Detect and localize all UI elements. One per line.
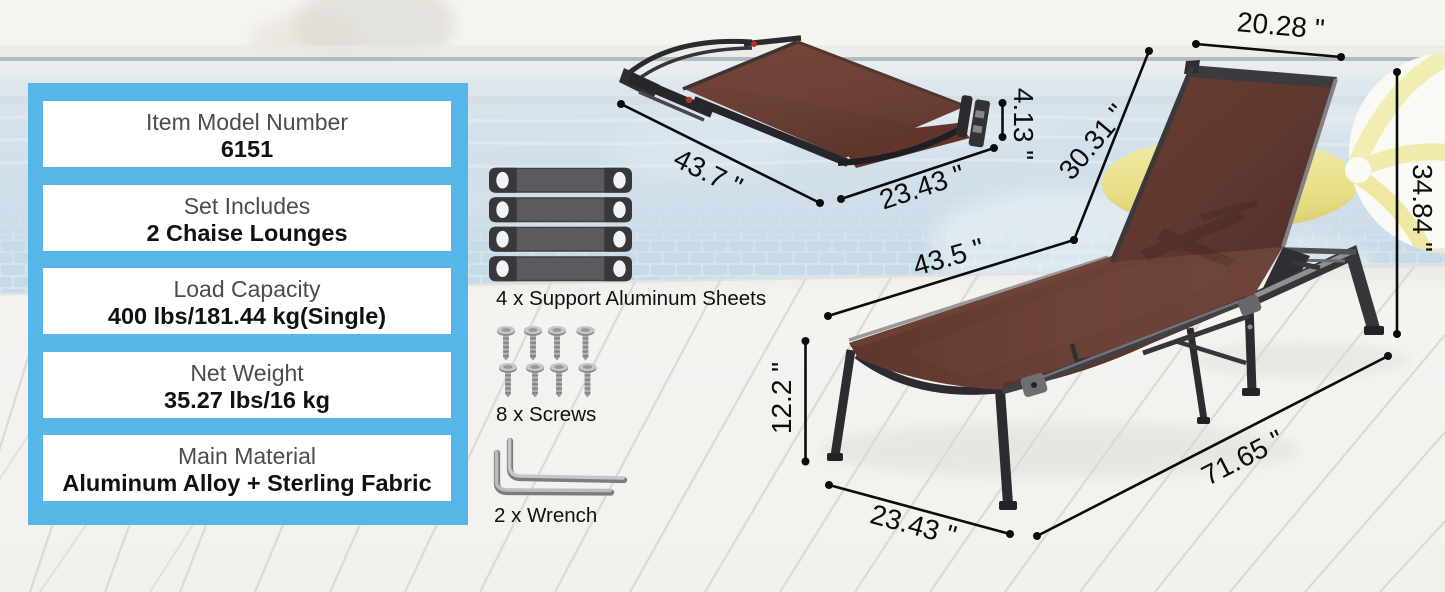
svg-text:20.28 ": 20.28 " xyxy=(1236,6,1326,45)
svg-text:4 x Support Aluminum Sheets: 4 x Support Aluminum Sheets xyxy=(496,287,766,310)
svg-text:2 x Wrench: 2 x Wrench xyxy=(494,504,597,527)
svg-text:8 x Screws: 8 x Screws xyxy=(496,403,596,426)
svg-text:4.13 ": 4.13 " xyxy=(1008,88,1039,160)
svg-text:12.2 ": 12.2 " xyxy=(766,362,797,434)
svg-text:34.84 ": 34.84 " xyxy=(1407,164,1438,252)
